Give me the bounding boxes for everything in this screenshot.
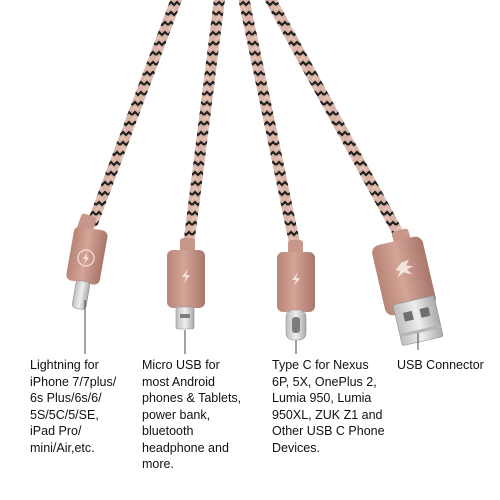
label-line: 6s Plus/6s/6/ — [30, 391, 102, 405]
bolt-logo-icon — [292, 272, 300, 286]
type-c-label: Type C for Nexus 6P, 5X, OnePlus 2, Lumi… — [272, 357, 385, 456]
label-line: headphone and — [142, 440, 229, 455]
bolt-logo-icon — [182, 269, 190, 283]
label-line: Other USB C Phone — [272, 424, 385, 438]
label-line: USB Connector — [397, 358, 484, 372]
lightning-label: Lightning for iPhone 7/7plus/ 6s Plus/6s… — [30, 357, 116, 456]
leader-lines — [84, 300, 419, 354]
usb-a-plug — [393, 295, 444, 346]
braided-wire — [238, 0, 302, 256]
label-line: 950XL, ZUK Z1 and — [272, 407, 383, 422]
label-line: iPad Pro/ — [30, 424, 82, 438]
label-line: power bank, — [142, 407, 211, 422]
bolt-logo-icon — [77, 249, 95, 267]
connector-housing — [66, 226, 108, 285]
label-line: phones & Tablets, — [142, 391, 242, 405]
label-line: Lumia 950, Lumia — [272, 391, 372, 405]
braided-wire — [87, 0, 183, 228]
lightning-plug — [72, 280, 90, 310]
label-line: Type C for Nexus — [272, 358, 369, 372]
lightning-cable — [66, 0, 183, 310]
braided-wire — [264, 0, 408, 246]
label-line: Lightning for — [30, 358, 99, 372]
label-line: Micro USB for — [142, 358, 220, 372]
plug-slot — [292, 317, 300, 333]
cable-strain-relief — [180, 238, 195, 253]
label-line: 6P, 5X, OnePlus 2, — [272, 374, 377, 389]
label-line: more. — [142, 457, 174, 471]
label-line: iPhone 7/7plus/ — [30, 374, 117, 389]
connector-housing — [372, 236, 436, 316]
type-c-cable — [238, 0, 315, 341]
label-line: 5S/5C/5/SE, — [30, 407, 99, 422]
label-line: bluetooth — [142, 424, 194, 438]
label-line: Devices. — [272, 440, 320, 455]
micro-usb-label: Micro USB for most Android phones & Tabl… — [142, 357, 241, 473]
bird-logo-icon — [395, 259, 414, 278]
usb-a-cable — [264, 0, 444, 346]
label-line: mini/Air,etc. — [30, 440, 95, 455]
label-line: most Android — [142, 374, 215, 389]
plug-slot — [180, 314, 190, 318]
cable-strain-relief — [288, 240, 303, 255]
usb-connector-label: USB Connector — [397, 357, 484, 374]
micro-usb-cable — [167, 0, 225, 330]
braided-wire — [182, 0, 225, 256]
